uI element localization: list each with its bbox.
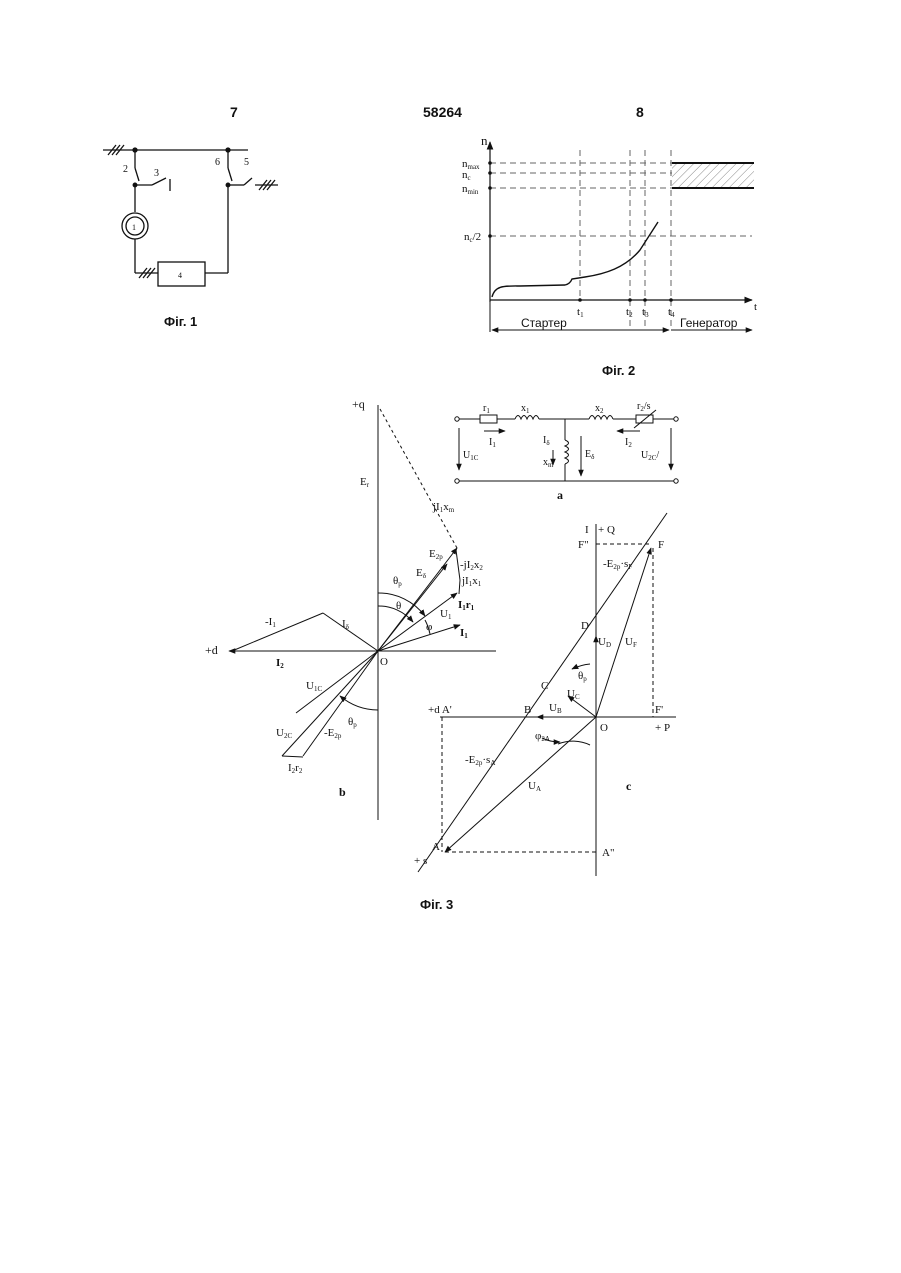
switch-2 <box>135 168 139 181</box>
fig3c-A2: A" <box>602 847 614 859</box>
fig3b-Id: Iδ <box>342 618 350 631</box>
fig3b-I2: I2 <box>276 657 284 670</box>
fig3a-Ed: Eδ <box>585 449 595 461</box>
fig3b-theta-p2: θp <box>348 716 357 729</box>
I-delta-phasor <box>323 613 378 651</box>
fig3a-I1: I1 <box>489 437 496 449</box>
fig3b-theta: θ <box>396 600 401 612</box>
fig3a-r1: r1 <box>483 403 490 415</box>
fig3b-jI1x1: jI1x1 <box>461 575 482 588</box>
fig3c-panel-label: c <box>626 779 632 793</box>
fig3b-minus-I1: -I1 <box>265 616 276 629</box>
minus-E2p-phasor <box>303 651 378 756</box>
fig1-label-4: 4 <box>178 271 182 280</box>
fig3c-UC: UC <box>567 688 580 701</box>
inductor-x1 <box>515 416 539 420</box>
fig3b-phasor-diagram <box>229 405 496 820</box>
fig3c-F: F <box>658 539 664 551</box>
fig2-tick-t2: t2 <box>626 306 633 319</box>
fig3a-x1: x1 <box>521 403 530 415</box>
fig2-tick-t4: t4 <box>668 306 675 319</box>
fig3a-Id: Iδ <box>543 435 550 447</box>
fig3b-Er: Er <box>360 476 370 489</box>
inductor-xm <box>565 440 569 464</box>
U2C-phasor <box>282 651 378 756</box>
fig3b-U1C: U1C <box>306 680 322 693</box>
fig3a-panel-label: a <box>557 488 563 502</box>
fig3b-jI2x2: -jI2x2 <box>460 559 483 572</box>
fig2-tick-nmin: nmin <box>462 183 479 196</box>
fig2-y-label: n <box>481 133 488 148</box>
fig3b-Ed: Eδ <box>416 567 427 580</box>
fig3a-U2C: U2C/ <box>641 450 659 462</box>
fig3a-r2s: r2/s <box>637 401 651 413</box>
fig3c-plus-Q: + Q <box>598 524 615 536</box>
fig3b-phi: φ <box>426 621 432 633</box>
fig3c-UD: UD <box>598 636 611 649</box>
fig3c-plus-s: + s <box>414 855 427 867</box>
fig1-label-3: 3 <box>154 168 159 179</box>
fig3b-U1: U1 <box>440 608 452 621</box>
fig3c-F2: F" <box>578 539 589 551</box>
fig3c-UF: UF <box>625 636 637 649</box>
fig3b-plus-d: +d <box>205 643 218 657</box>
fig2-tick-t1: t1 <box>577 306 584 319</box>
fig3b-I2r2: I2r2 <box>288 762 303 775</box>
UF-phasor <box>596 548 651 717</box>
fig2-tick-t3: t3 <box>642 306 649 319</box>
UA-phasor <box>445 717 596 852</box>
fig3c-plus-P: + P <box>655 722 670 734</box>
switch-5 <box>244 178 252 185</box>
switch-3 <box>152 178 166 185</box>
fig1-schematic <box>103 145 278 286</box>
fig3c-UA: UA <box>528 780 541 793</box>
inductor-x2 <box>589 416 613 420</box>
fig3a-x2: x2 <box>595 403 604 415</box>
fig3c-power-diagram <box>418 513 676 876</box>
fig2-speed-curve <box>492 222 658 297</box>
fig3a-xm: xm <box>543 457 554 469</box>
fig3c-plus-d-A1: +d A' <box>428 704 452 716</box>
fig2-graph <box>488 142 754 332</box>
fig3c-E2psF: -E2p·sF <box>603 558 632 571</box>
fig3a-U1C: U1C <box>463 450 479 462</box>
resistor-r1 <box>480 415 497 423</box>
switch-6 <box>228 168 232 181</box>
fig3c-phi2A: φ2A <box>535 730 550 743</box>
fig2-tick-nhalf: nc/2 <box>464 231 481 244</box>
fig3c-UB: UB <box>549 702 562 715</box>
fig3b-plus-q: +q <box>352 397 365 411</box>
I1-phasor <box>378 625 460 651</box>
fig3b-theta-p: θp <box>393 575 402 588</box>
fig3b-I1: I1 <box>460 627 468 640</box>
fig2-region-starter: Стартер <box>521 316 567 330</box>
generator-band <box>672 163 754 188</box>
jI1xm-dashed <box>380 409 457 548</box>
fig3c-A: A <box>432 841 440 853</box>
fig3c-I: I <box>585 524 589 536</box>
fig1-label-5: 5 <box>244 157 249 168</box>
fig3b-I1r1: I1r1 <box>458 599 475 612</box>
fig3b-E2p: E2p <box>429 548 443 561</box>
fig3b-O: O <box>380 656 388 668</box>
fig3c-O: O <box>600 722 608 734</box>
fig3b-U2C: U2C <box>276 727 292 740</box>
fig1-label-6: 6 <box>215 157 220 168</box>
fig3b-panel-label: b <box>339 785 346 799</box>
fig1-label-2: 2 <box>123 164 128 175</box>
fig3c-F1: F' <box>655 704 663 716</box>
fig3c-B: B <box>524 704 531 716</box>
fig3c-E2psA: -E2p·sA <box>465 754 495 767</box>
fig3b-minus-E2p: -E2p <box>324 727 342 740</box>
fig3b-jI1xm: jI1xm <box>432 501 455 514</box>
fig2-x-label: t <box>754 301 757 313</box>
fig3c-theta-p: θp <box>578 670 587 683</box>
fig3a-I2: I2 <box>625 437 632 449</box>
fig3c-C: C <box>541 680 548 692</box>
fig1-label-1: 1 <box>132 223 136 232</box>
fig3c-D: D <box>581 620 589 632</box>
fig2-region-generator: Генератор <box>680 316 738 330</box>
